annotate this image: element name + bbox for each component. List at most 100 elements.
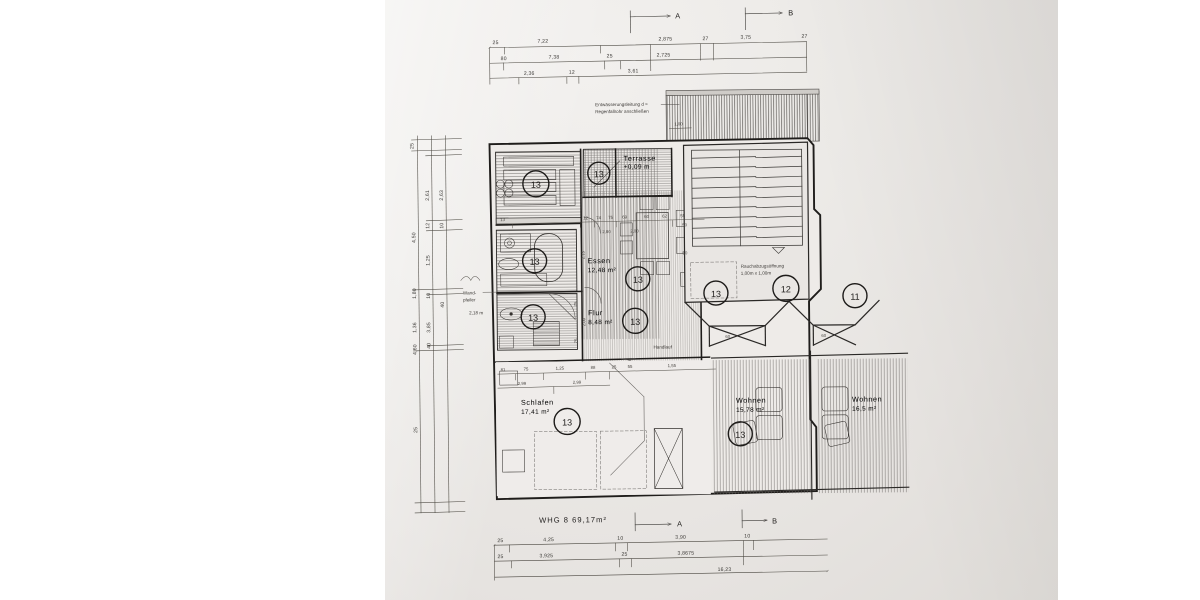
dim-top2-1: 7,38 bbox=[549, 55, 560, 61]
section-mark-b-bottom bbox=[741, 509, 767, 529]
dim-top3-1: 12 bbox=[569, 70, 575, 76]
roof-hatch-upper-right bbox=[806, 90, 820, 142]
section-mark-b-top bbox=[744, 7, 782, 31]
dim-left-1: 4,50 bbox=[411, 232, 417, 243]
marker-value: 13 bbox=[531, 180, 541, 190]
marker-13-kitchen: 13 bbox=[522, 170, 550, 198]
balcony-railing bbox=[710, 350, 910, 500]
marker-value: 12 bbox=[781, 284, 791, 294]
essen-area: 12,48 m² bbox=[588, 267, 616, 274]
marker-12-lobby: 12 bbox=[772, 274, 800, 303]
dim-top1-4: 3,75 bbox=[740, 35, 751, 41]
wohnen2-name: Wohnen bbox=[852, 394, 882, 403]
marker-value: 13 bbox=[562, 417, 572, 427]
dim-left-6: 1,25 bbox=[426, 255, 432, 266]
dim-top2-3: 2,725 bbox=[657, 52, 671, 58]
room-wohnen-2: Wohnen 16,5 m² bbox=[817, 358, 909, 494]
dimension-chain-top bbox=[488, 41, 808, 85]
dim-schlafen-6: 1,55 bbox=[668, 363, 677, 368]
letterbox-left bbox=[0, 0, 385, 600]
section-label-a-top: A bbox=[675, 11, 680, 20]
dim-schlafen-4: 25 bbox=[612, 364, 617, 369]
room-wohnen-1: Wohnen 15,78 m² bbox=[711, 359, 811, 495]
dim-left-7: 10 bbox=[426, 293, 432, 299]
roof-hatch-upper bbox=[665, 90, 808, 146]
wall-note-1: Wand- bbox=[463, 290, 477, 295]
dim-kitchen-4: 69 bbox=[622, 214, 627, 219]
marker-13-bath: 13 bbox=[521, 248, 548, 274]
dim-bath-3: 75 bbox=[573, 338, 578, 343]
marker-value: 13 bbox=[735, 430, 745, 440]
smoke-vent-line-1: Rauchabzugsöffnung bbox=[741, 263, 785, 268]
wohnen1-name: Wohnen bbox=[736, 396, 766, 405]
dim-bot1-1: 4,25 bbox=[543, 537, 554, 543]
dim-bath-0: 2,15 bbox=[581, 250, 586, 259]
dim-schlafen-3: 88 bbox=[591, 365, 596, 370]
dim-bot1-2: 10 bbox=[617, 536, 623, 542]
dim-top1-0: 25 bbox=[492, 40, 498, 46]
apartment-label: WHG 8 69,17m² bbox=[539, 515, 607, 525]
floor-hatch-flur bbox=[579, 190, 702, 362]
marker-13-schlafen: 13 bbox=[553, 407, 581, 436]
section-label-a-bottom: A bbox=[677, 519, 682, 528]
room-terrasse: Terrasse +0,09 m bbox=[583, 148, 673, 198]
dim-bot1-4: 10 bbox=[744, 533, 750, 539]
schlafen-area: 17,41 m² bbox=[521, 409, 549, 416]
dim-left-11: 40 bbox=[440, 302, 446, 308]
marker-value: 11 bbox=[850, 292, 859, 302]
marker-value: 13 bbox=[594, 169, 604, 179]
lobby-angled-walls bbox=[684, 299, 880, 347]
dim-schlafen-5: 55 bbox=[628, 364, 633, 369]
dim-kitchen-1: 12 bbox=[583, 215, 588, 220]
dim-schlafen-2: 1,25 bbox=[556, 366, 565, 371]
marker-value: 13 bbox=[630, 317, 640, 327]
marker-value: 13 bbox=[711, 289, 721, 299]
marker-group: 13 13 13 13 13 13 13 13 13 12 11 bbox=[520, 161, 868, 447]
marker-value: 13 bbox=[530, 257, 540, 267]
dim-bot2-0: 25 bbox=[497, 554, 503, 560]
wohnen2-area: 16,5 m² bbox=[852, 406, 877, 413]
scanned-plan-sheet: 25 7,22 2,875 27 3,75 27 80 7,38 25 2,72… bbox=[385, 0, 1058, 600]
section-label-b-top: B bbox=[788, 8, 793, 17]
drainage-annotation: Entwässerungsleitung d = Regenfallrohr a… bbox=[595, 102, 680, 114]
letterbox-right bbox=[1058, 0, 1200, 600]
dim-schlafen-b0: 2,99 bbox=[518, 381, 527, 386]
dimension-schlafen bbox=[497, 368, 716, 394]
dim-top2-0: 80 bbox=[501, 56, 507, 62]
dim-top1-1: 7,22 bbox=[537, 39, 548, 45]
dim-bath-2: 75 bbox=[573, 301, 578, 306]
wall-note-2: pfeiler bbox=[463, 297, 476, 302]
dim-left-3: 2,63 bbox=[439, 190, 445, 201]
wall-pillar-note: Wand- pfeiler 2,18 m bbox=[460, 276, 498, 315]
dim-top1-5: 27 bbox=[801, 34, 807, 40]
dim-left-5: 10 bbox=[439, 223, 445, 229]
flur-name: Flur bbox=[588, 308, 603, 317]
dim-top1-2: 2,875 bbox=[658, 36, 672, 42]
marker-13-terrasse: 13 bbox=[587, 161, 611, 185]
dim-schlafen-b1: 2,99 bbox=[573, 380, 582, 385]
dim-left-9: 1,36 bbox=[412, 322, 418, 333]
dim-essen-3: 50 bbox=[683, 250, 688, 255]
dim-bot2-3: 3,8675 bbox=[677, 551, 694, 557]
marker-13-wohnen: 13 bbox=[727, 421, 753, 447]
smoke-vent-line-2: 1,00m x 1,00m bbox=[741, 271, 772, 276]
dim-left-2: 2,61 bbox=[425, 190, 431, 201]
dim-bot2-1: 3,925 bbox=[539, 553, 553, 559]
roof-edge-strip bbox=[665, 88, 820, 96]
dim-essen-0: 2,00 bbox=[602, 229, 611, 234]
dim-left-12: 40 bbox=[426, 343, 432, 349]
dim-left-10: 3,85 bbox=[426, 322, 432, 333]
dim-schlafen-0: 81 bbox=[501, 367, 506, 372]
dim-bot-total: 16,23 bbox=[718, 567, 732, 573]
dim-kitchen-5: 60 bbox=[644, 214, 649, 219]
dim-left-0: 25 bbox=[409, 143, 415, 149]
dim-left-8: 1,80 bbox=[412, 288, 418, 299]
dim-left-14: 25 bbox=[413, 427, 419, 433]
wall-note-3: 2,18 m bbox=[469, 310, 483, 315]
wohnen1-area: 15,78 m² bbox=[736, 407, 764, 414]
room-kitchen bbox=[495, 150, 582, 225]
dim-top3-0: 2,36 bbox=[524, 71, 535, 77]
dim-left-4: 12 bbox=[425, 223, 431, 229]
marker-11-right: 11 bbox=[842, 283, 868, 309]
dimension-chain-bottom bbox=[493, 538, 829, 581]
